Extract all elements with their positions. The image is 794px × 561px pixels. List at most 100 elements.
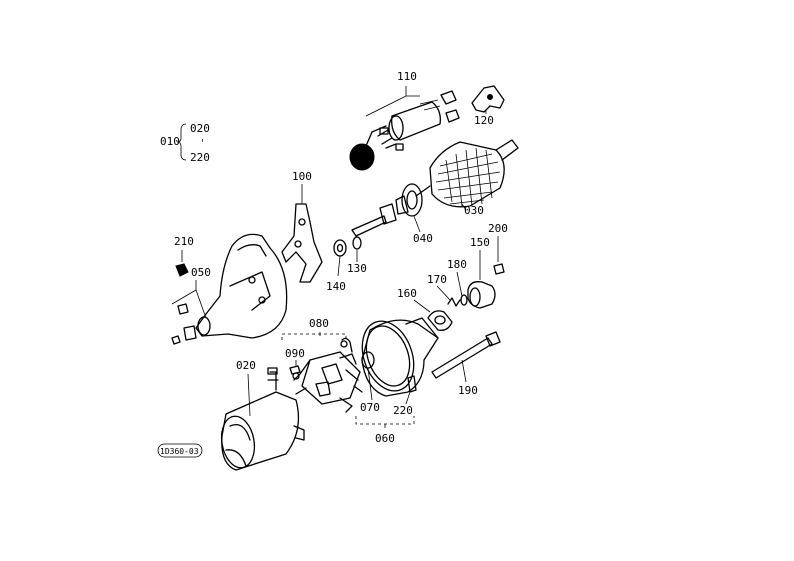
part-080-brush-holder: 080 090 [281, 317, 363, 413]
part-020-yoke: 020 [220, 359, 305, 471]
part-130-140-washers: 130 140 [326, 236, 367, 293]
gasket-160 [427, 310, 453, 331]
bolt-shaft [431, 337, 493, 379]
label-090: 090 [285, 347, 305, 360]
housing-body [195, 233, 288, 339]
bracket-080 [281, 333, 347, 340]
figure-code-badge: 1D360-03 [157, 443, 203, 458]
label-110: 110 [397, 70, 417, 83]
end-frame-shell [361, 319, 439, 397]
label-170: 170 [427, 273, 447, 286]
label-130: 130 [347, 262, 367, 275]
solenoid-nut-mid [445, 109, 460, 123]
label-010: 010 [160, 135, 180, 148]
armature-shaft-front [415, 185, 431, 197]
terminal-nut-b [395, 143, 404, 151]
yoke-front-opening [220, 415, 256, 469]
end-cap-rim [469, 287, 481, 307]
pinion-gear [379, 203, 397, 225]
brush-holder-b [315, 381, 331, 397]
label-040: 040 [413, 232, 433, 245]
leader-220 [405, 391, 411, 405]
housing-nose [197, 316, 211, 336]
plunger-boot [349, 143, 375, 171]
leader-160 [413, 299, 431, 313]
ring-130 [352, 236, 362, 250]
lever-hole [294, 240, 302, 248]
assembly-reference-group: 010 020 ˈ 220 [160, 122, 210, 164]
leader-180 [456, 271, 463, 297]
lever-body [281, 203, 323, 283]
armature-shaft-end [495, 139, 519, 161]
housing-top-lip [237, 244, 267, 257]
yoke-field-pole [225, 423, 251, 467]
part-040-clutch: 040 [351, 183, 433, 245]
solenoid-nut-top [440, 90, 457, 105]
bushing-nose [183, 325, 197, 341]
leader-190 [461, 359, 467, 383]
solenoid-ribs [419, 99, 441, 111]
armature-slots [445, 147, 493, 207]
solenoid-terminal-studs [377, 129, 397, 149]
nut-210 [175, 263, 189, 277]
reference-brace [176, 123, 187, 161]
clutch-hub [406, 190, 418, 210]
part-100-drive-lever: 100 [281, 170, 323, 283]
label-080: 080 [309, 317, 329, 330]
plunger-spring [365, 125, 387, 147]
leader-020 [247, 373, 251, 417]
housing-bolt-hole-a [248, 276, 256, 284]
brush-holder-a [321, 363, 343, 385]
leader-170 [436, 285, 451, 301]
terminal-nut-a [379, 127, 389, 135]
label-160: 160 [397, 287, 417, 300]
brush-plate [301, 351, 361, 405]
part-060-commutator-end-frame: 070 220 060 [355, 317, 439, 445]
armature-core [429, 141, 505, 208]
bolt-head [485, 331, 501, 347]
clutch-gear [395, 195, 409, 215]
brush-leads-left [293, 359, 311, 395]
label-180: 180 [447, 258, 467, 271]
lever-pivot [298, 218, 306, 226]
label-190: 190 [458, 384, 478, 397]
housing-bolt-hole-b [258, 296, 266, 304]
brush-lead-top [341, 337, 353, 353]
label-120: 120 [474, 114, 494, 127]
spring-170 [447, 297, 461, 307]
bracket-hole [487, 94, 493, 100]
bracket-shape [471, 85, 505, 113]
part-110-magnetic-switch: 110 [349, 70, 460, 171]
part-030-armature: 030 [415, 139, 519, 217]
label-210: 210 [174, 235, 194, 248]
figure-code-frame [157, 443, 203, 458]
label-150: 150 [470, 236, 490, 249]
terminal-eye-top [340, 340, 348, 348]
washer-140 [333, 239, 347, 257]
label-200: 200 [488, 222, 508, 235]
label-050: 050 [191, 266, 211, 279]
solenoid-end-face [388, 115, 404, 141]
pinion-shaft [351, 215, 387, 237]
yoke-side-lug [293, 425, 305, 441]
yoke-outer [221, 391, 300, 471]
yoke-lead-terminal [267, 371, 279, 391]
label-070: 070 [360, 401, 380, 414]
leader-040 [413, 215, 421, 233]
leader-030 [461, 203, 467, 211]
label-030: 030 [464, 204, 484, 217]
gasket-hole [434, 315, 446, 325]
leader-070 [367, 367, 373, 401]
clutch-disc [401, 183, 423, 217]
end-frame-opening [361, 320, 415, 392]
label-100: 100 [292, 170, 312, 183]
armature-windings [435, 153, 501, 205]
figure-code: 1D360-03 [160, 447, 199, 456]
leader-140 [337, 255, 341, 277]
screw-090 [289, 365, 301, 375]
part-120-bracket: 120 [471, 85, 505, 127]
washer-180 [460, 294, 468, 306]
end-frame-inner-rim [365, 325, 411, 387]
